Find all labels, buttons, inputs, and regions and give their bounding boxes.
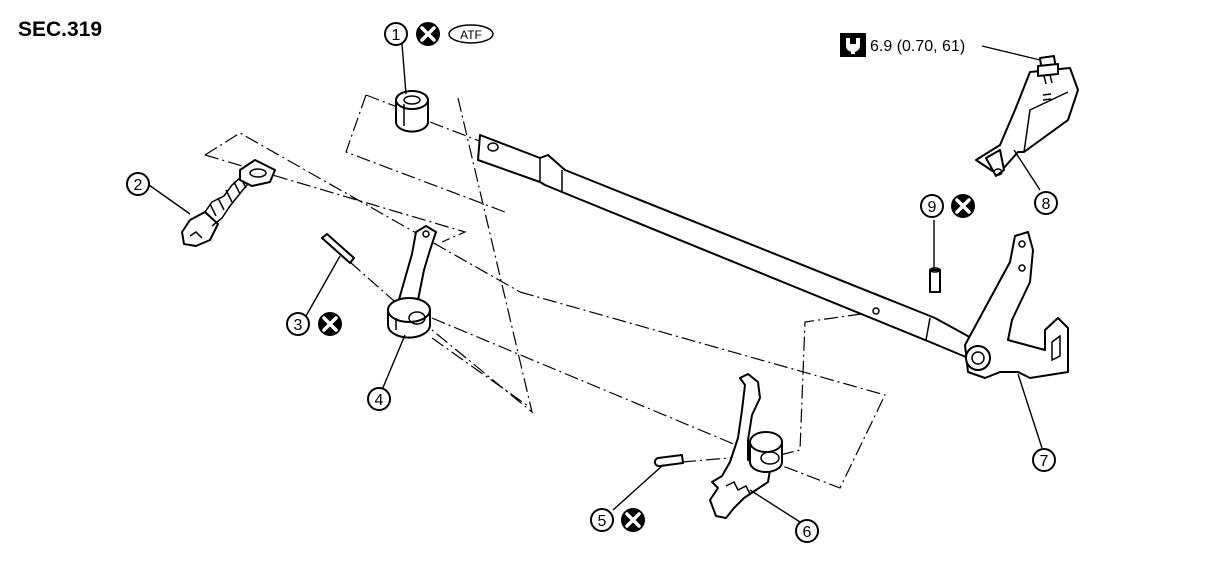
- callout-7: 7: [1032, 448, 1056, 472]
- callout-3-number: 3: [294, 317, 303, 334]
- torque-wrench-icon: [840, 33, 866, 57]
- bracket: [975, 67, 1079, 177]
- callout-1: 1 ATF: [384, 22, 494, 46]
- callout-2: 2: [126, 172, 150, 196]
- callout-9: 9: [920, 194, 975, 218]
- leader-lines: [148, 43, 1043, 523]
- atf-badge-text: ATF: [460, 28, 482, 42]
- callout-8-number: 8: [1042, 196, 1051, 213]
- retaining-pin-3: [321, 233, 355, 264]
- retaining-pin-5: [653, 454, 684, 468]
- torque-spec: 6.9 (0.70, 61): [840, 33, 965, 57]
- callout-1-number: 1: [392, 27, 401, 44]
- detent-spring: [181, 159, 276, 247]
- callout-6: 6: [795, 519, 819, 543]
- callout-9-number: 9: [928, 199, 937, 216]
- manual-shaft: [477, 134, 1069, 379]
- x-circle-icon: [416, 22, 440, 46]
- oil-seal: [395, 90, 429, 133]
- callout-5: 5: [590, 508, 645, 532]
- x-circle-icon: [951, 194, 975, 218]
- section-label: SEC.319: [18, 18, 102, 41]
- callout-6-number: 6: [803, 524, 812, 541]
- manual-plate: [709, 373, 783, 519]
- x-circle-icon: [318, 312, 342, 336]
- callout-7-number: 7: [1040, 453, 1049, 470]
- callout-3: 3: [286, 312, 342, 336]
- callout-5-number: 5: [598, 513, 607, 530]
- callout-8: 8: [1034, 191, 1058, 215]
- callout-4: 4: [367, 387, 391, 411]
- atf-badge: ATF: [448, 24, 494, 44]
- torque-value: 6.9 (0.70, 61): [870, 38, 965, 55]
- callout-2-number: 2: [134, 177, 143, 194]
- callout-4-number: 4: [375, 392, 384, 409]
- detent-lever: [387, 225, 437, 339]
- bolt: [1037, 55, 1059, 101]
- roll-pin-9: [929, 267, 941, 293]
- x-circle-icon: [621, 508, 645, 532]
- assembly-lines: [204, 82, 1048, 489]
